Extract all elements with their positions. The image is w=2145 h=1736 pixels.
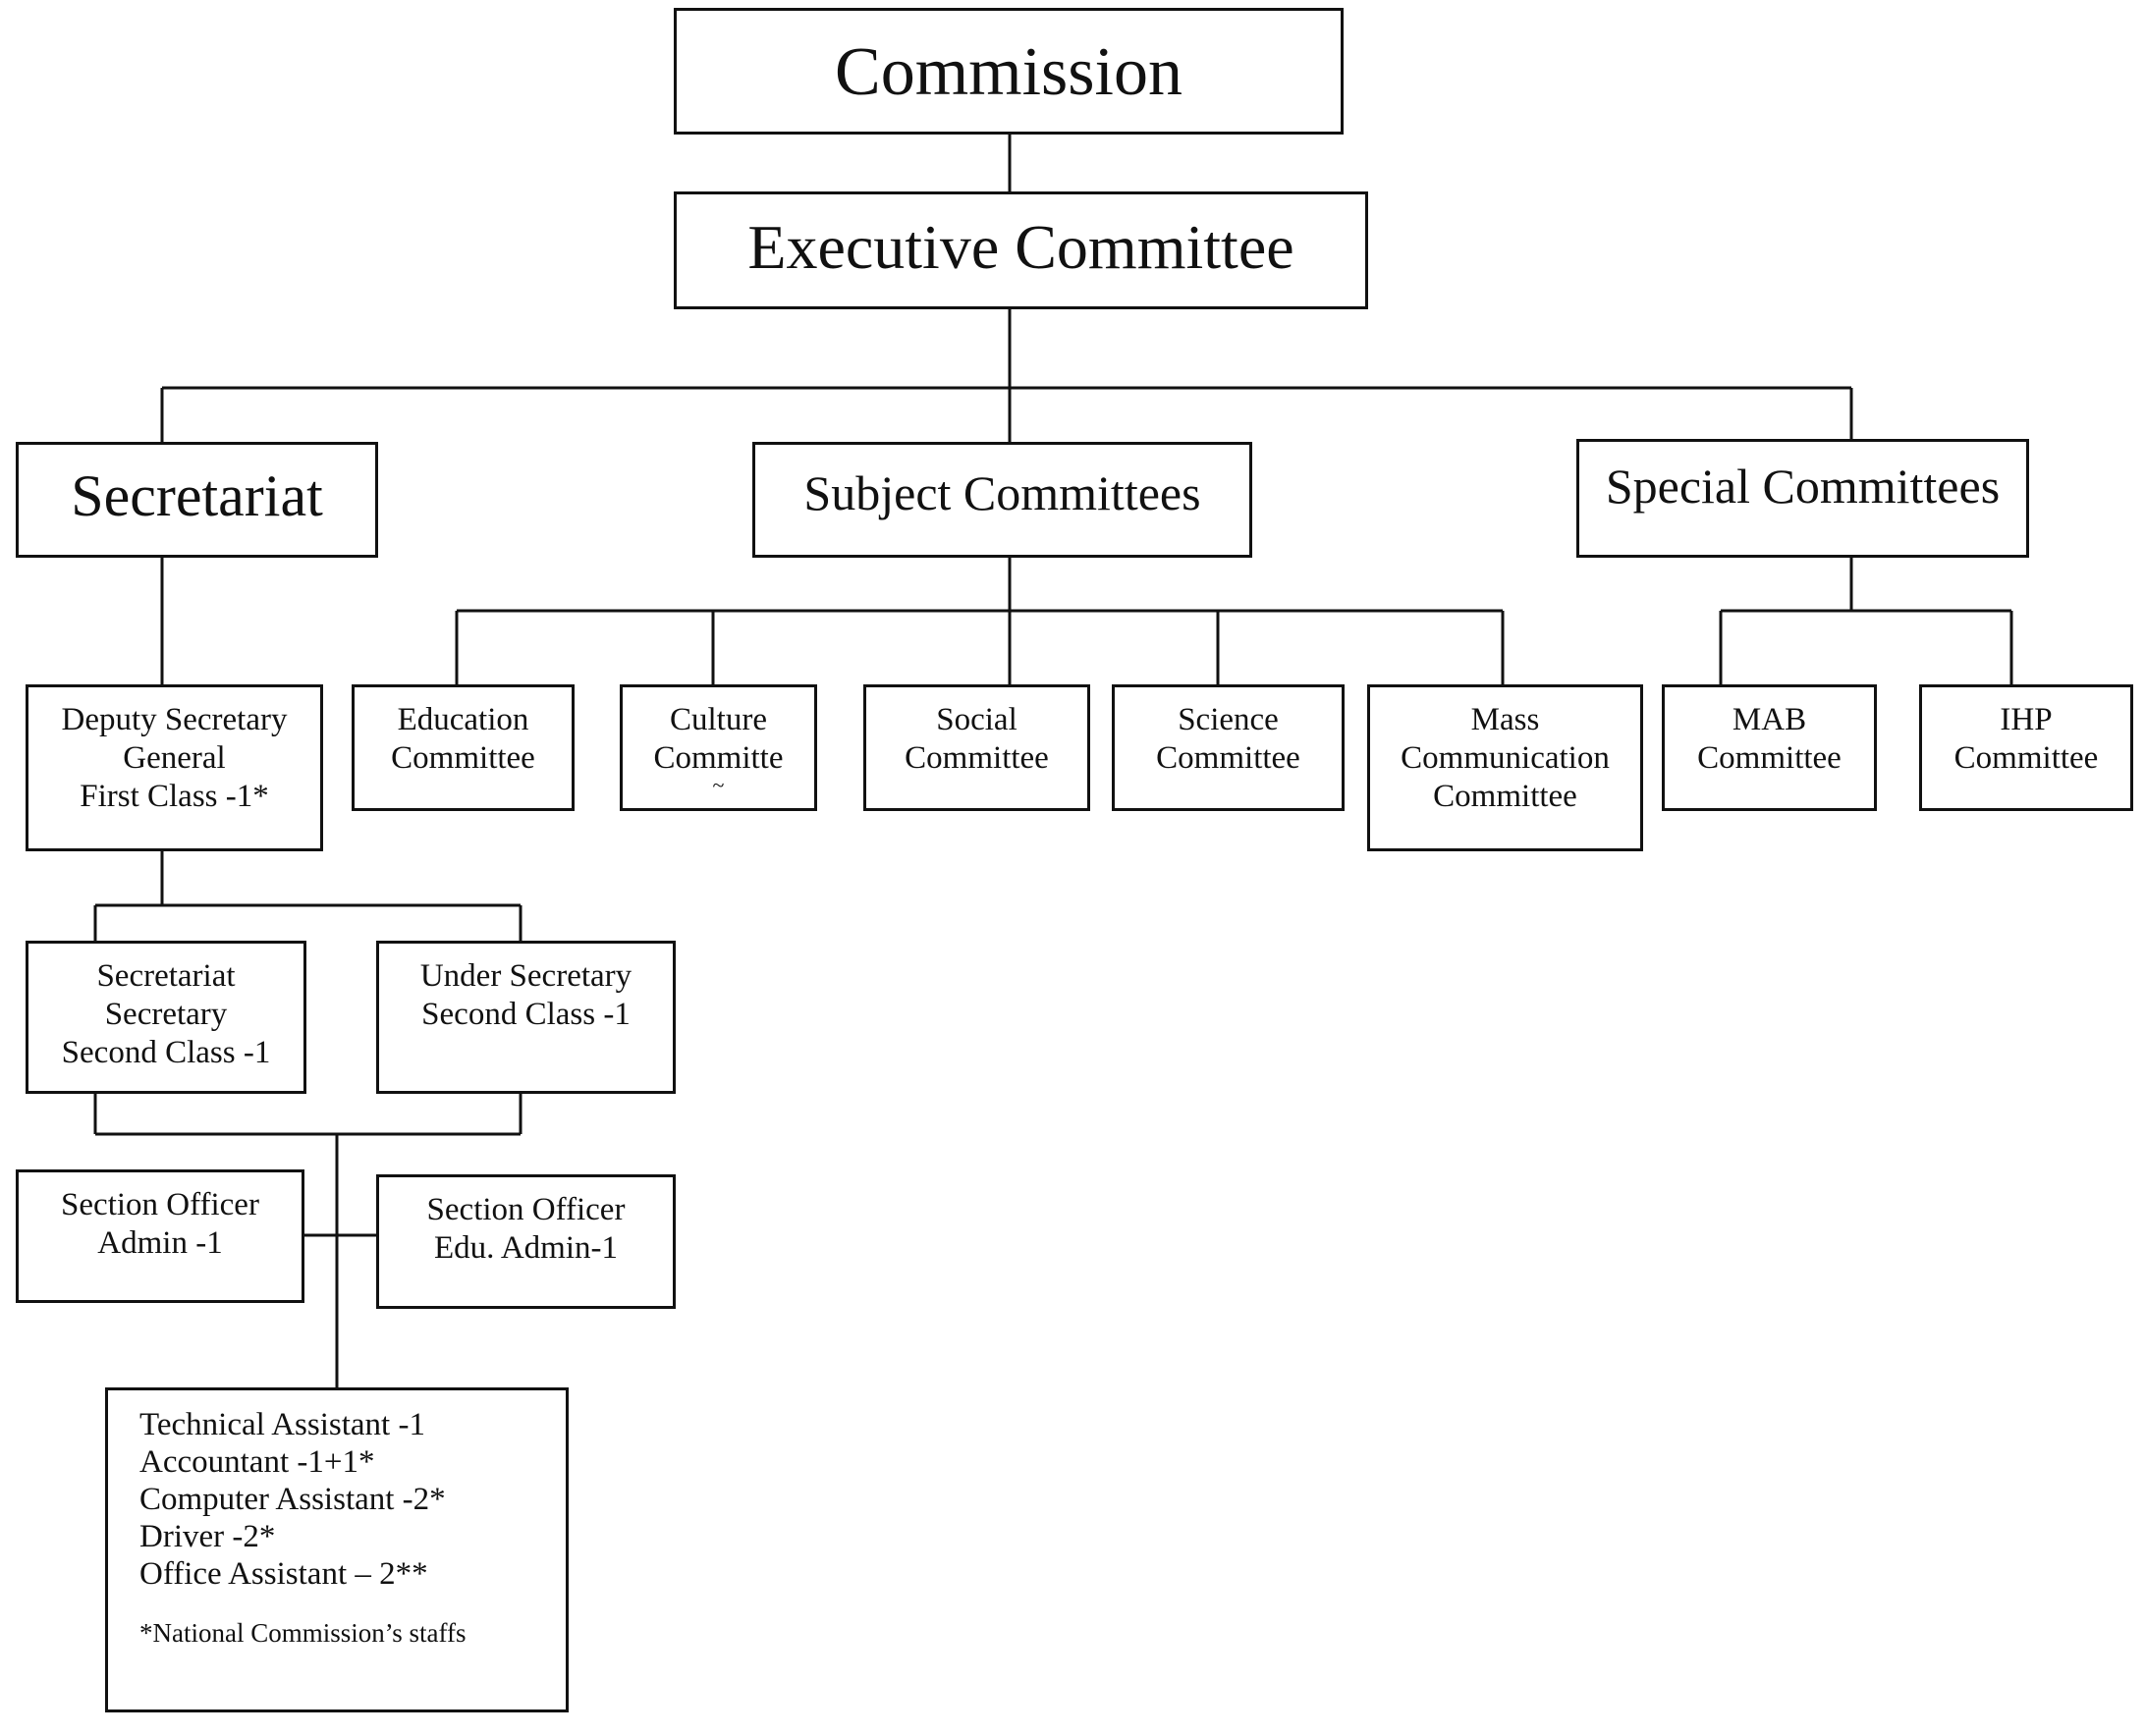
- under-secretary-box: Under Secretary Second Class -1: [376, 941, 676, 1094]
- culture-line-2: Committe: [653, 740, 784, 776]
- subject-committees-label: Subject Committees: [803, 465, 1201, 520]
- deputy-secretary-box: Deputy Secretary General First Class -1*: [26, 684, 323, 851]
- deputy-line-2: General: [123, 740, 226, 776]
- special-committees-label: Special Committees: [1605, 459, 2001, 514]
- section-admin-line-1: Section Officer: [61, 1187, 259, 1222]
- staff-item: Technical Assistant -1: [139, 1407, 425, 1442]
- social-line-2: Committee: [905, 740, 1049, 776]
- section-admin-line-2: Admin -1: [97, 1225, 223, 1261]
- culture-committee-box: Culture Committe ~: [620, 684, 817, 811]
- section-officer-admin-box: Section Officer Admin -1: [16, 1169, 304, 1303]
- staff-footnote: *National Commission’s staffs: [139, 1618, 467, 1648]
- staff-item: Computer Assistant -2*: [139, 1482, 446, 1517]
- deputy-line-1: Deputy Secretary: [61, 702, 288, 737]
- secretariat-label: Secretariat: [71, 463, 323, 528]
- special-committees-box: Special Committees: [1576, 439, 2029, 558]
- social-line-1: Social: [936, 702, 1018, 737]
- secretariat-secretary-line-3: Second Class -1: [61, 1035, 271, 1070]
- culture-line-1: Culture: [670, 702, 767, 737]
- section-edu-line-1: Section Officer: [426, 1192, 626, 1227]
- secretariat-secretary-box: Secretariat Secretary Second Class -1: [26, 941, 306, 1094]
- secretariat-box: Secretariat: [16, 442, 378, 558]
- executive-committee-label: Executive Committee: [747, 212, 1294, 282]
- secretariat-secretary-line-2: Secretary: [104, 997, 228, 1032]
- mab-line-1: MAB: [1732, 702, 1807, 737]
- deputy-line-3: First Class -1*: [80, 779, 269, 814]
- ihp-line-1: IHP: [2000, 702, 2053, 737]
- mass-line-1: Mass: [1470, 702, 1540, 737]
- staff-box: Technical Assistant -1 Accountant -1+1* …: [105, 1387, 569, 1712]
- science-committee-box: Science Committee: [1112, 684, 1345, 811]
- mab-committee-box: MAB Committee: [1662, 684, 1877, 811]
- under-secretary-line-2: Second Class -1: [421, 997, 631, 1032]
- culture-tilde: ~: [712, 773, 725, 797]
- mass-communication-committee-box: Mass Communication Committee: [1367, 684, 1643, 851]
- staff-item: Accountant -1+1*: [139, 1444, 375, 1480]
- commission-label: Commission: [835, 34, 1182, 110]
- science-line-1: Science: [1178, 702, 1279, 737]
- executive-committee-box: Executive Committee: [674, 191, 1368, 309]
- ihp-committee-box: IHP Committee: [1919, 684, 2133, 811]
- education-committee-box: Education Committee: [352, 684, 575, 811]
- secretariat-secretary-line-1: Secretariat: [96, 958, 236, 994]
- under-secretary-line-1: Under Secretary: [419, 958, 632, 994]
- ihp-line-2: Committee: [1953, 740, 2099, 776]
- section-edu-line-2: Edu. Admin-1: [434, 1230, 618, 1266]
- mass-line-3: Committee: [1433, 779, 1577, 814]
- section-officer-edu-admin-box: Section Officer Edu. Admin-1: [376, 1174, 676, 1309]
- science-line-2: Committee: [1156, 740, 1300, 776]
- subject-committees-box: Subject Committees: [752, 442, 1252, 558]
- social-committee-box: Social Committee: [863, 684, 1090, 811]
- commission-box: Commission: [674, 8, 1344, 135]
- education-line-2: Committee: [391, 740, 535, 776]
- mass-line-2: Communication: [1401, 740, 1610, 776]
- staff-item: Driver -2*: [139, 1519, 276, 1554]
- education-line-1: Education: [397, 702, 529, 737]
- staff-item: Office Assistant – 2**: [139, 1556, 428, 1592]
- mab-line-2: Committee: [1697, 740, 1842, 776]
